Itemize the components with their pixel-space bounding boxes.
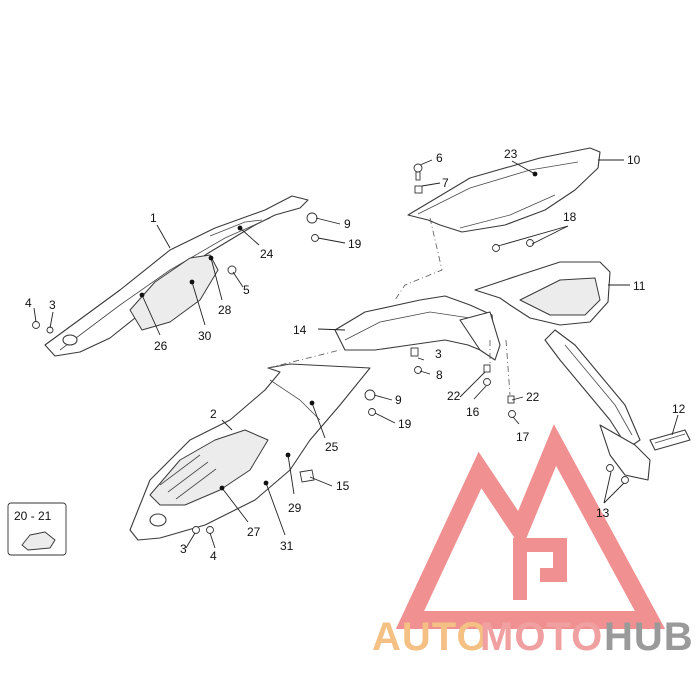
callout-18: 18 xyxy=(563,210,577,224)
watermark-moto: MOTO xyxy=(480,615,603,659)
callout-5: 5 xyxy=(243,283,250,297)
callout-6: 6 xyxy=(436,151,443,165)
kit-box-20-21: 20 - 21 xyxy=(7,502,67,556)
part-12-reflector xyxy=(649,429,691,451)
callout-14: 14 xyxy=(293,323,307,337)
watermark-logo-icon xyxy=(395,424,666,629)
callout-27: 27 xyxy=(247,525,261,539)
callout-22-right: 22 xyxy=(526,390,540,404)
callout-1: 1 xyxy=(150,211,157,225)
callout-25: 25 xyxy=(325,440,339,454)
callout-29: 29 xyxy=(288,501,302,515)
watermark-hub: HUB xyxy=(604,615,694,659)
callout-28: 28 xyxy=(218,303,232,317)
callout-12: 12 xyxy=(672,402,686,416)
callout-4-bottom: 4 xyxy=(210,549,217,563)
callout-30: 30 xyxy=(198,329,212,343)
fasteners xyxy=(32,163,629,534)
callout-3-bottom: 3 xyxy=(180,542,187,556)
callout-9-bottom: 9 xyxy=(395,393,402,407)
callout-3-left: 3 xyxy=(49,298,56,312)
callout-24: 24 xyxy=(260,247,274,261)
part-2-side-panel-lower xyxy=(129,363,371,541)
callout-15: 15 xyxy=(336,479,350,493)
callout-17: 17 xyxy=(516,430,530,444)
watermark-auto: AUTO xyxy=(372,615,489,659)
part-11-plate-holder xyxy=(474,261,651,481)
callout-11: 11 xyxy=(633,279,646,293)
callout-13: 13 xyxy=(596,506,610,520)
callout-3-center: 3 xyxy=(435,347,442,361)
part-10-rear-cover xyxy=(407,147,601,233)
watermark-text: AUTO MOTO HUB xyxy=(372,615,694,659)
callout-26: 26 xyxy=(154,339,168,353)
assembly-lines xyxy=(267,217,511,396)
leader-lines xyxy=(33,159,679,549)
callout-10: 10 xyxy=(627,153,641,167)
callout-19-bottom: 19 xyxy=(398,417,412,431)
callout-19-top: 19 xyxy=(348,237,362,251)
callout-labels: 1 2 3 3 3 4 4 5 6 7 8 9 9 10 11 12 13 14… xyxy=(25,147,686,563)
kit-box-label: 20 - 21 xyxy=(14,509,52,523)
part-14-undertray xyxy=(334,295,501,361)
callout-16: 16 xyxy=(466,405,480,419)
callout-9-top: 9 xyxy=(344,217,351,231)
callout-2: 2 xyxy=(210,407,217,421)
callout-8: 8 xyxy=(436,368,443,382)
callout-7: 7 xyxy=(442,176,449,190)
callout-dots xyxy=(139,171,538,491)
callout-22-left: 22 xyxy=(447,389,461,403)
part-1-tail-fairing-upper xyxy=(44,195,309,357)
callout-31: 31 xyxy=(280,539,294,553)
callout-23: 23 xyxy=(504,147,518,161)
callout-4-left: 4 xyxy=(25,296,32,310)
